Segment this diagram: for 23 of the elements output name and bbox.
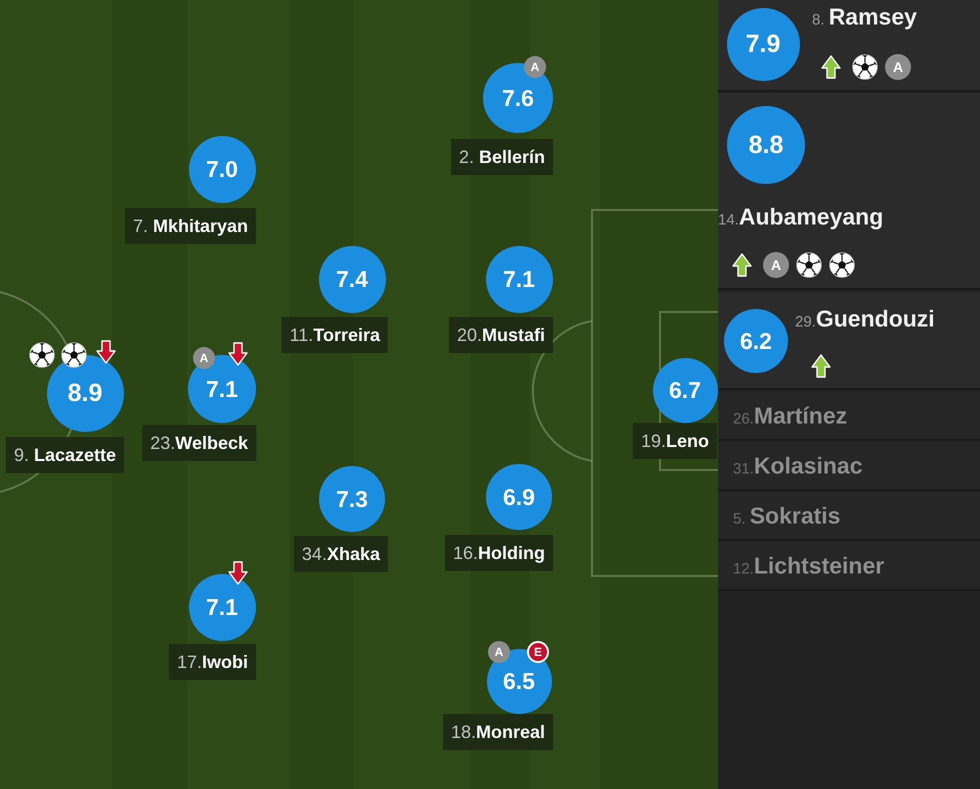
- player-name: 5. Sokratis: [733, 504, 840, 528]
- player-name: 26.Martínez: [733, 404, 848, 428]
- player-name-label: 34.Xhaka: [294, 536, 388, 572]
- player-name: 12.Lichtsteiner: [733, 554, 884, 578]
- substitute-row: [718, 442, 980, 491]
- letter-badge: A: [763, 252, 789, 278]
- player-name-label: 17.Iwobi: [168, 644, 256, 680]
- player-name: 14.Aubameyang: [718, 206, 884, 228]
- player-name-label: 9. Lacazette: [6, 437, 124, 473]
- substitute-row: [718, 0, 980, 92]
- player-name-label: 23.Welbeck: [142, 425, 256, 461]
- substitute-row: [718, 93, 980, 290]
- substitute-row: [718, 542, 980, 591]
- player-name-label: 7. Mkhitaryan: [124, 208, 256, 244]
- substitute-row: [718, 492, 980, 541]
- substitute-row: [718, 392, 980, 441]
- player-name-label: 19.Leno: [632, 423, 717, 459]
- substitute-row: [718, 292, 980, 390]
- player-name: 8. Ramsey: [812, 6, 917, 28]
- player-name: 29.Guendouzi: [795, 308, 935, 330]
- player-name: 31.Kolasinac: [733, 454, 863, 478]
- player-name-label: 11.Torreira: [282, 317, 388, 353]
- letter-badge: A: [885, 54, 911, 80]
